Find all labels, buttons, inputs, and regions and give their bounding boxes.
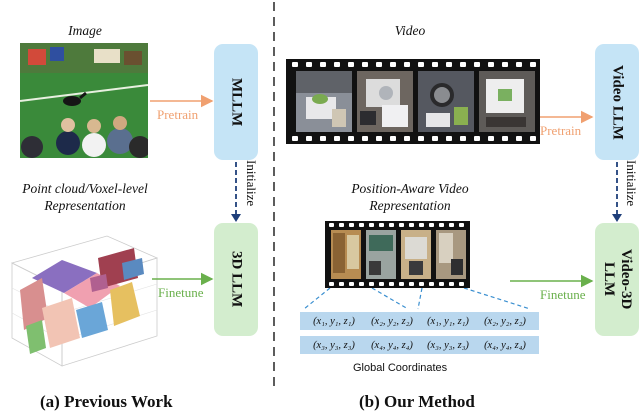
finetune-label-right: Finetune <box>540 287 586 302</box>
position-aware-label-line1: Position-Aware Video <box>351 181 469 196</box>
point-cloud-label-line1: Point cloud/Voxel-level <box>22 181 148 196</box>
global-coordinates-label: Global Coordinates <box>353 362 448 374</box>
coord-box-1: (x₁, y₁, z₁) <box>300 312 368 330</box>
video-llm-box: Video LLM <box>595 44 639 160</box>
3d-llm-box: 3D LLM <box>214 223 258 336</box>
mllm-box: MLLM <box>214 44 258 160</box>
coord-box-4: (x₂, y₂, z₂) <box>471 312 539 330</box>
video-film-strip <box>286 59 540 144</box>
room-frame-1 <box>331 230 361 279</box>
caption-right: (b) Our Method <box>359 392 475 411</box>
room-frame-3 <box>401 230 431 279</box>
point-cloud-label-line2: Representation <box>44 198 126 213</box>
coord-box-5: (x₃, y₃, z₃) <box>300 336 368 354</box>
coord-box-6: (x₄, y₄, z₄) <box>358 336 426 354</box>
video-3d-llm-box: Video-3D LLM <box>595 223 639 336</box>
image-label: Image <box>68 23 102 38</box>
position-aware-film-strip <box>325 221 470 288</box>
coord-box-2: (x₂, y₂, z₂) <box>358 312 426 330</box>
video-frame-2 <box>357 71 413 132</box>
position-aware-label-line2: Representation <box>369 198 451 213</box>
point-cloud-image <box>2 218 162 373</box>
initialize-label-left: Initialize <box>244 160 259 207</box>
room-frame-2 <box>366 230 396 279</box>
video-frame-3 <box>418 71 474 132</box>
3d-llm-label: 3D LLM <box>228 251 245 308</box>
position-aware-label: Position-Aware Video Representation <box>330 180 490 214</box>
video-llm-label: Video LLM <box>609 64 626 140</box>
finetune-label-left: Finetune <box>158 285 204 300</box>
coord-box-3: (x₁, y₁, z₁) <box>414 312 482 330</box>
mllm-label: MLLM <box>228 77 245 127</box>
video-3d-llm-label: Video-3D LLM <box>601 249 634 310</box>
sports-image <box>20 43 148 158</box>
pretrain-label-right: Pretrain <box>540 123 582 138</box>
coord-box-7: (x₃, y₃, z₃) <box>414 336 482 354</box>
coord-box-8: (x₄, y₄, z₄) <box>471 336 539 354</box>
video-label: Video <box>394 23 426 38</box>
video-frame-4 <box>479 71 535 132</box>
initialize-label-right: Initialize <box>624 160 639 207</box>
room-frame-4 <box>436 230 466 279</box>
caption-left: (a) Previous Work <box>40 392 173 411</box>
video-frame-1 <box>296 71 352 132</box>
point-cloud-label: Point cloud/Voxel-level Representation <box>0 180 170 214</box>
pretrain-label-left: Pretrain <box>157 107 199 122</box>
